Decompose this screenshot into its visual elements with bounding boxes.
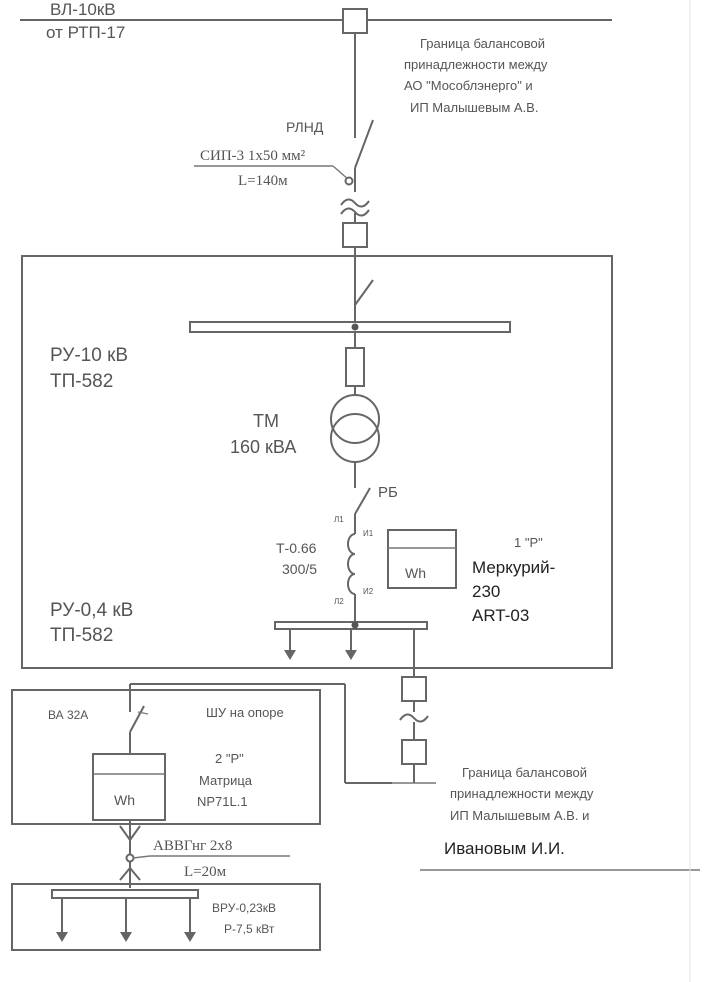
cable-break-symbol-2	[399, 713, 429, 723]
va-breaker-blade	[129, 705, 145, 733]
boundary1-text-2: принадлежности между	[404, 57, 548, 72]
ground-arrow-1	[284, 650, 296, 660]
vru-cabinet-frame	[11, 883, 321, 951]
rlnd-switch-blade	[354, 119, 374, 169]
transformer-secondary-winding	[330, 413, 380, 463]
terminal-box-2	[401, 676, 427, 702]
va-breaker-mark	[137, 711, 149, 715]
boundary1-text-4: ИП Малышевым А.В.	[410, 100, 538, 115]
meter-1-model-2: 230	[472, 582, 500, 601]
boundary1-text-1: Граница балансовой	[420, 36, 545, 51]
substation-tp582-frame	[21, 255, 613, 669]
transformer-primary-winding	[330, 394, 380, 444]
boundary-node-top	[342, 8, 368, 34]
meter-2-wh-label: Wh	[114, 792, 135, 808]
cable2-type-label: АВВГнг 2x8	[153, 838, 232, 854]
vru-ground-arrow-1	[56, 932, 68, 942]
cable1-length-label: L=140м	[238, 173, 288, 189]
ct-terminal-l1: Л1	[334, 515, 344, 524]
va-breaker-label: ВА 32А	[48, 708, 88, 722]
transformer-label-1: ТМ	[253, 411, 279, 431]
meter-1-id: 1 "Р"	[514, 535, 543, 550]
ru10-switch-blade	[354, 279, 374, 306]
vru-ground-arrow-3	[184, 932, 196, 942]
busbar-10kv-node	[351, 323, 359, 331]
vru-label-1: ВРУ-0,23кВ	[212, 901, 276, 915]
ru10-label-1: РУ-10 кВ	[50, 345, 128, 366]
meter-2-model-2: NP71L.1	[197, 794, 248, 809]
hv-fuse	[345, 347, 365, 387]
cable1-tap-point	[344, 176, 354, 186]
terminal-box-3	[401, 739, 427, 765]
meter-1-box	[387, 529, 457, 589]
rb-switch-blade	[354, 487, 371, 515]
shu-cabinet-frame	[11, 689, 321, 825]
vru-label-2: Р-7,5 кВт	[224, 922, 275, 936]
meter-2-model-1: Матрица	[199, 773, 253, 788]
ru04-label-1: РУ-0,4 кВ	[50, 600, 133, 621]
boundary2-text-1: Граница балансовой	[462, 765, 587, 780]
rb-label: РБ	[378, 484, 398, 501]
busbar-04kv	[274, 621, 428, 630]
cable2-tap-point	[125, 853, 135, 863]
terminal-box-1	[342, 222, 368, 248]
cable-break-symbol-1b	[340, 207, 370, 217]
cable2-length-label: L=20м	[184, 864, 227, 880]
boundary2-text-4: Ивановым И.И.	[444, 839, 565, 858]
rlnd-label: РЛНД	[286, 119, 324, 135]
ru04-label-2: ТП-582	[50, 625, 113, 646]
line-top-label-1: ВЛ-10кВ	[50, 0, 116, 19]
ct-terminal-i1: И1	[363, 529, 374, 538]
ground-arrow-2	[345, 650, 357, 660]
ct-label-2: 300/5	[282, 561, 317, 577]
line-top-label-2: от РТП-17	[46, 23, 125, 42]
boundary1-text-3: АО "Мособлэнерго" и	[404, 78, 533, 93]
boundary2-text-2: принадлежности между	[450, 786, 594, 801]
busbar-04kv-node	[351, 621, 359, 629]
meter-2-id: 2 "Р"	[215, 751, 244, 766]
boundary2-text-3: ИП Малышевым А.В. и	[450, 808, 589, 823]
meter-1-model-3: ART-03	[472, 606, 529, 625]
ct-terminal-i2: И2	[363, 587, 374, 596]
busbar-vru	[51, 889, 199, 899]
ct-label-1: Т-0.66	[276, 540, 317, 556]
meter-1-model-1: Меркурий-	[472, 558, 555, 577]
cable1-type-label: СИП-3 1x50 мм²	[200, 148, 306, 164]
transformer-label-2: 160 кВА	[230, 437, 296, 457]
busbar-10kv	[189, 321, 511, 333]
vru-ground-arrow-2	[120, 932, 132, 942]
meter-1-wh-label: Wh	[405, 565, 426, 581]
ru10-label-2: ТП-582	[50, 371, 113, 392]
ct-terminal-l2: Л2	[334, 597, 344, 606]
current-transformer-coil	[347, 533, 356, 595]
meter-2-box	[92, 753, 166, 821]
shu-label: ШУ на опоре	[206, 705, 284, 720]
cable-break-symbol-1	[340, 198, 370, 208]
cable2-leader-diag	[132, 855, 151, 859]
